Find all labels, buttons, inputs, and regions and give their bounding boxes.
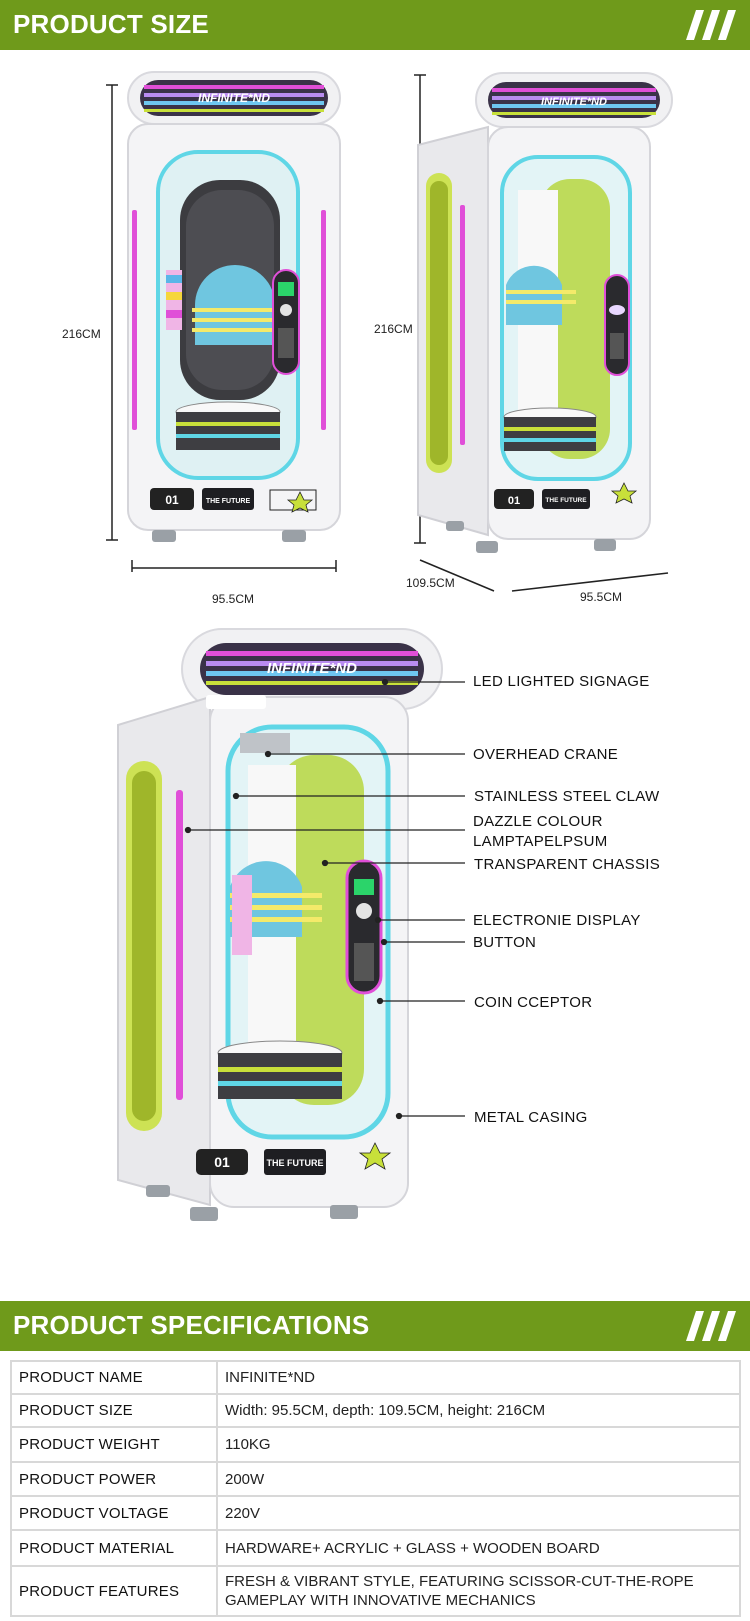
callout-button: BUTTON xyxy=(473,934,537,951)
table-row: PRODUCT MATERIAL HARDWARE+ ACRYLIC + GLA… xyxy=(10,1529,741,1567)
spec-label: PRODUCT FEATURES xyxy=(10,1565,218,1617)
side-tag-label: THE FUTURE xyxy=(545,497,587,504)
table-row: PRODUCT NAME INFINITE*ND xyxy=(10,1360,741,1395)
front-number-label: 01 xyxy=(165,493,179,507)
callout-overhead-crane: OVERHEAD CRANE xyxy=(473,746,619,763)
front-width-label: 95.5CM xyxy=(212,592,255,606)
detail-number-label: 01 xyxy=(214,1154,230,1170)
detail-view-machine: INFINITE*ND 01 THE FUTURE xyxy=(117,628,443,1221)
slashes-icon xyxy=(686,10,736,40)
spec-value: 220V xyxy=(216,1495,741,1531)
table-row: PRODUCT FEATURES FRESH & VIBRANT STYLE, … xyxy=(10,1565,741,1617)
table-row: PRODUCT VOLTAGE 220V xyxy=(10,1495,741,1531)
spec-label: PRODUCT WEIGHT xyxy=(10,1426,218,1463)
spec-value: HARDWARE+ ACRYLIC + GLASS + WOODEN BOARD xyxy=(216,1529,741,1567)
spec-label: PRODUCT VOLTAGE xyxy=(10,1495,218,1531)
callout-dazzle-colour: DAZZLE COLOUR xyxy=(473,813,603,830)
spec-label: PRODUCT SIZE xyxy=(10,1393,218,1428)
callout-steel-claw: STAINLESS STEEL CLAW xyxy=(474,788,660,805)
side-height-label: 216CM xyxy=(374,322,413,336)
callout-electronic-display: ELECTRONIE DISPLAY xyxy=(473,912,641,929)
section-title: PRODUCT SPECIFICATIONS xyxy=(13,1310,370,1340)
spec-value: 200W xyxy=(216,1461,741,1497)
callout-coin-acceptor: COIN CCEPTOR xyxy=(474,994,593,1011)
spec-value: Width: 95.5CM, depth: 109.5CM, height: 2… xyxy=(216,1393,741,1428)
side-depth-label: 109.5CM xyxy=(406,576,455,590)
spec-value: 110KG xyxy=(216,1426,741,1463)
front-tag-label: THE FUTURE xyxy=(206,498,251,505)
detail-tag-label: THE FUTURE xyxy=(267,1158,324,1168)
side-view-machine: INFINITE*ND 01 THE FUTURE xyxy=(414,72,673,592)
side-width-label: 95.5CM xyxy=(580,590,623,604)
spec-label: PRODUCT POWER xyxy=(10,1461,218,1497)
table-row: PRODUCT WEIGHT 110KG xyxy=(10,1426,741,1463)
side-signage-brand: INFINITE*ND xyxy=(541,96,607,108)
table-row: PRODUCT SIZE Width: 95.5CM, depth: 109.5… xyxy=(10,1393,741,1428)
spec-label: PRODUCT MATERIAL xyxy=(10,1529,218,1567)
front-view-machine: INFINITE*ND 01 THE FUTURE xyxy=(106,71,341,572)
section-title: PRODUCT SIZE xyxy=(13,9,209,39)
spec-label: PRODUCT NAME xyxy=(10,1360,218,1395)
callout-transparent-chassis: TRANSPARENT CHASSIS xyxy=(474,856,661,873)
callout-led-signage: LED LIGHTED SIGNAGE xyxy=(473,673,650,690)
detail-signage-brand: INFINITE*ND xyxy=(267,660,357,677)
front-height-label: 216CM xyxy=(62,327,101,341)
signage-brand: INFINITE*ND xyxy=(198,91,270,105)
slashes-icon xyxy=(686,1311,736,1341)
callout-lamptape: LAMPTAPELPSUM xyxy=(473,833,608,850)
spec-value: FRESH & VIBRANT STYLE, FEATURING SCISSOR… xyxy=(216,1565,741,1617)
specs-table: PRODUCT NAME INFINITE*ND PRODUCT SIZE Wi… xyxy=(10,1360,741,1617)
callout-metal-casing: METAL CASING xyxy=(474,1109,588,1126)
table-row: PRODUCT POWER 200W xyxy=(10,1461,741,1497)
spec-value: INFINITE*ND xyxy=(216,1360,741,1395)
product-size-banner: PRODUCT SIZE xyxy=(0,0,750,50)
callout-leader-lines xyxy=(184,678,465,1120)
product-specs-banner: PRODUCT SPECIFICATIONS xyxy=(0,1301,750,1351)
side-number-label: 01 xyxy=(508,495,520,507)
